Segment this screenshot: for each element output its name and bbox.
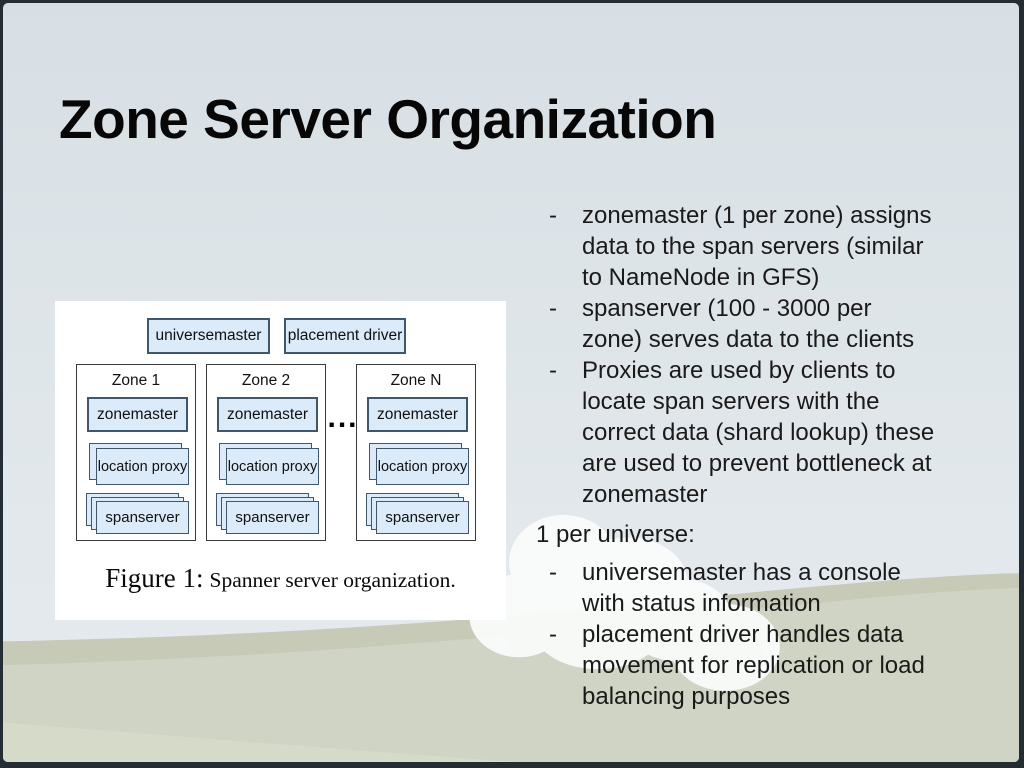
figure-caption-prefix: Figure 1: <box>105 563 204 593</box>
bullet-text: Proxies are used by clients to locate sp… <box>582 357 935 508</box>
bullet-dash: - <box>549 559 557 586</box>
figure-panel: universemaster placement driver Zone 1 z… <box>55 301 506 620</box>
cloud-shape <box>469 514 780 691</box>
zone-1-container: Zone 1 zonemaster location proxy spanser… <box>76 364 196 541</box>
ellipsis-dots: ... <box>327 401 359 434</box>
bullet-item-spanserver: - spanserver (100 - 3000 per zone) serve… <box>536 293 991 355</box>
zone-n-container: Zone N zonemaster location proxy spanser… <box>356 364 476 541</box>
zonemaster-box: zonemaster <box>367 397 468 432</box>
bullet-dash: - <box>549 295 557 322</box>
zonemaster-box: zonemaster <box>87 397 188 432</box>
bullet-item-proxies: - Proxies are used by clients to locate … <box>536 355 991 510</box>
bullet-item-universemaster: - universemaster has a console with stat… <box>536 557 991 619</box>
slide-title: Zone Server Organization <box>59 88 717 150</box>
hill-wedge-shape <box>3 722 519 762</box>
zone-label: Zone 1 <box>111 372 161 389</box>
bullet-item-zonemaster: - zonemaster (1 per zone) assigns data t… <box>536 200 991 293</box>
bullet-column: - zonemaster (1 per zone) assigns data t… <box>536 200 991 712</box>
zone-label: Zone 2 <box>241 372 291 389</box>
bullet-text: placement driver handles data movement f… <box>582 621 925 710</box>
bullet-text: zonemaster (1 per zone) assigns data to … <box>582 202 932 291</box>
bullet-text: universemaster has a console with status… <box>582 559 901 617</box>
background-scenery <box>3 514 1019 762</box>
zone-label: Zone N <box>390 372 442 389</box>
location-proxy-box: location proxy <box>96 448 189 485</box>
zonemaster-box: zonemaster <box>217 397 318 432</box>
bullet-item-placement-driver: - placement driver handles data movement… <box>536 619 991 712</box>
bullet-dash: - <box>549 357 557 384</box>
spanserver-box: spanserver <box>376 501 469 534</box>
bullet-dash: - <box>549 621 557 648</box>
placement-driver-box: placement driver <box>284 318 406 354</box>
figure-caption-text: Spanner server organization. <box>209 568 456 592</box>
location-proxy-box: location proxy <box>376 448 469 485</box>
slide: Zone Server Organization - zonemaster (1… <box>3 3 1019 762</box>
location-proxy-box: location proxy <box>226 448 319 485</box>
bullet-text: spanserver (100 - 3000 per zone) serves … <box>582 295 915 353</box>
spanserver-box: spanserver <box>96 501 189 534</box>
zone-2-container: Zone 2 zonemaster location proxy spanser… <box>206 364 326 541</box>
bullet-dash: - <box>549 202 557 229</box>
universe-heading: 1 per universe: <box>536 521 695 548</box>
figure-caption: Figure 1:Spanner server organization. <box>55 563 506 594</box>
universemaster-box: universemaster <box>147 318 270 354</box>
spanserver-box: spanserver <box>226 501 319 534</box>
